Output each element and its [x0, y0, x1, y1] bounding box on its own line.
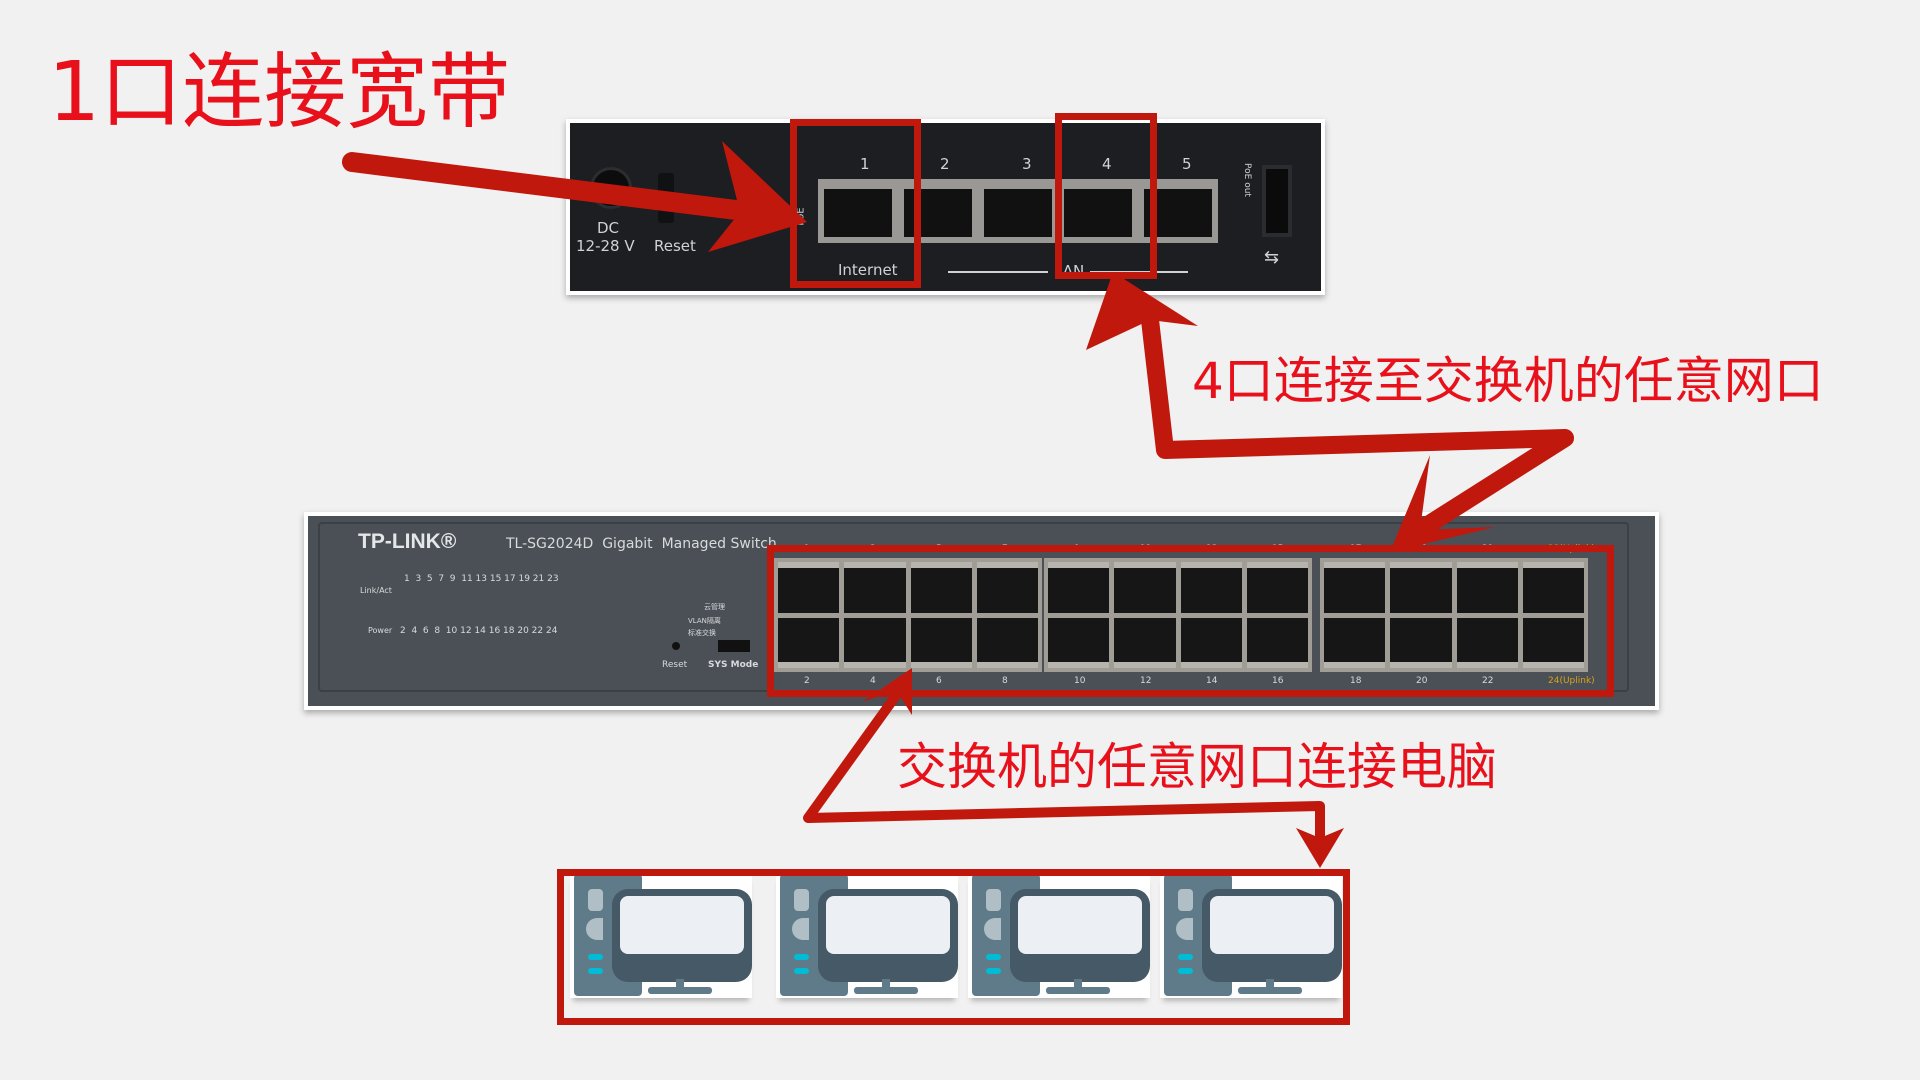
poe-out-label: PoE out [1241, 163, 1252, 197]
reset-button-icon [658, 173, 674, 223]
mode-standard: 标准交换 [688, 629, 716, 637]
mode-cloud: 云管理 [704, 603, 725, 611]
switch-port-number: 16 [1272, 676, 1284, 686]
computer-icon [968, 874, 1150, 998]
usb-port-icon [1262, 165, 1292, 237]
step3-label: 交换机的任意网口连接电脑 [897, 738, 1497, 796]
odd-led-numbers: 1 3 5 7 9 11 13 15 17 19 21 23 [404, 574, 559, 584]
computer-icon [1160, 874, 1342, 998]
switch-port-17 [1324, 562, 1386, 613]
switch-port-12 [1114, 617, 1176, 668]
reset-label: Reset [662, 660, 688, 670]
port-number: 2 [940, 155, 950, 173]
usb-icon: ⇆ [1264, 247, 1280, 268]
switch-port-5 [910, 562, 972, 613]
voltage-label: 12-28 V [576, 237, 635, 255]
port-number: 1 [860, 155, 870, 173]
dc-label: DC [597, 219, 620, 237]
switch-port-24 [1522, 617, 1584, 668]
highlight-lan4-port [1055, 113, 1157, 279]
internet-label: Internet [838, 261, 898, 279]
router-port-1 [818, 179, 898, 243]
switch-port-21 [1456, 562, 1518, 613]
computers-group-box [557, 869, 1350, 1025]
model-label: TL-SG2024D Gigabit Managed Switch [506, 536, 777, 552]
switch-port-1 [778, 562, 840, 613]
switch-port-22 [1456, 617, 1518, 668]
arrow-head-pc [1296, 828, 1344, 868]
switch-port-8 [976, 617, 1038, 668]
router-port-3 [978, 179, 1058, 243]
port-group [774, 558, 1042, 672]
link-act-label: Link/Act [360, 586, 392, 595]
step2-label: 4口连接至交换机的任意网口 [1192, 352, 1824, 410]
switch-port-9 [1048, 562, 1110, 613]
switch-port-number: 6 [936, 676, 942, 686]
switch-port-number: 2 [804, 676, 810, 686]
switch-port-number: 22 [1482, 676, 1494, 686]
switch-port-18 [1324, 617, 1386, 668]
highlight-internet-port [790, 119, 921, 288]
port-number: 4 [1102, 155, 1112, 173]
router-rear-photo: DC 12-28 V Reset PoE 1 2 3 4 5 Internet … [566, 119, 1325, 295]
port-group [1320, 558, 1588, 672]
mode-vlan: VLAN隔离 [688, 617, 721, 625]
switch-port-20 [1390, 617, 1452, 668]
switch-port-3 [844, 562, 906, 613]
reset-label: Reset [654, 237, 696, 255]
switch-port-number: 24(Uplink) [1548, 676, 1595, 686]
switch-port-19 [1390, 562, 1452, 613]
switch-port-15 [1246, 562, 1308, 613]
switch-port-14 [1180, 617, 1242, 668]
computer-icon [570, 874, 752, 998]
sys-mode-switch[interactable] [718, 640, 750, 652]
even-led-numbers: 2 4 6 8 10 12 14 16 18 20 22 24 [400, 626, 558, 636]
switch-port-6 [910, 617, 972, 668]
switch-port-number: 14 [1206, 676, 1218, 686]
switch-port-16 [1246, 617, 1308, 668]
reset-hole-icon[interactable] [672, 642, 680, 650]
computer-icon [776, 874, 958, 998]
dc-jack-icon [590, 167, 632, 209]
power-label: Power [368, 626, 393, 635]
switch-port-11 [1114, 562, 1176, 613]
switch-port-number: 10 [1074, 676, 1086, 686]
switch-port-13 [1180, 562, 1242, 613]
switch-port-4 [844, 617, 906, 668]
switch-port-number: 20 [1416, 676, 1428, 686]
switch-port-23 [1522, 562, 1584, 613]
tp-link-logo: TP-LINK® [358, 530, 457, 553]
switch-port-number: 8 [1002, 676, 1008, 686]
switch-port-number: 12 [1140, 676, 1152, 686]
port-number: 3 [1022, 155, 1032, 173]
sys-mode-label: SYS Mode [708, 660, 759, 670]
highlight-switch-ports [767, 545, 1614, 697]
switch-port-2 [778, 617, 840, 668]
port-group [1044, 558, 1312, 672]
step1-label: 1口连接宽带 [48, 45, 511, 140]
switch-port-number: 18 [1350, 676, 1362, 686]
switch-port-10 [1048, 617, 1110, 668]
switch-port-7 [976, 562, 1038, 613]
port-number: 5 [1182, 155, 1192, 173]
router-port-2 [898, 179, 978, 243]
